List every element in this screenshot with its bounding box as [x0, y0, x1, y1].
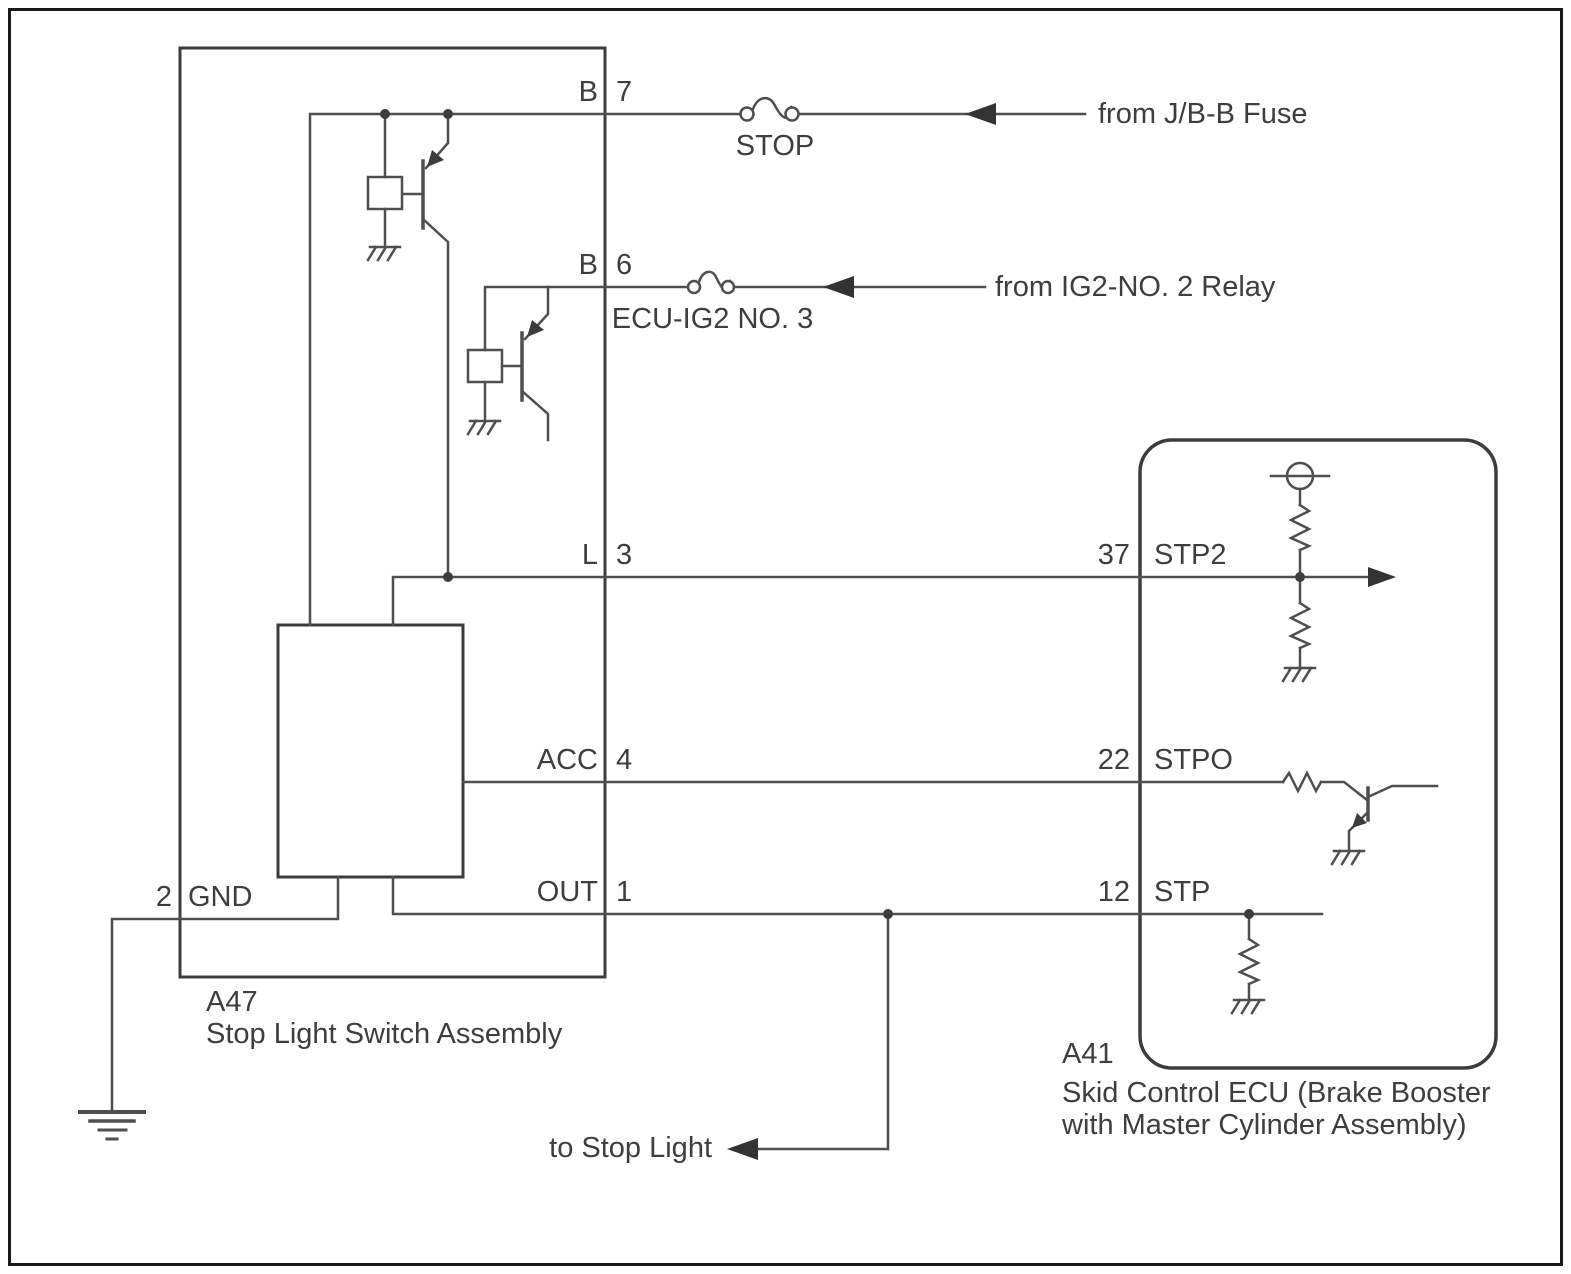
resistor-icon [1288, 503, 1313, 552]
a47-code: A47 [206, 986, 258, 1018]
a41-name-line1: Skid Control ECU (Brake Booster [1062, 1077, 1491, 1109]
pin-acc4-number: 4 [616, 744, 633, 776]
pin-acc4-label: ACC [536, 744, 598, 776]
annotation-from-jbb-fuse: from J/B-B Fuse [1098, 98, 1308, 130]
diagram-frame [8, 8, 1563, 1266]
arrow-left-icon [965, 103, 996, 125]
pin-out1-label: OUT [536, 876, 598, 908]
wire-b7 [308, 112, 1087, 627]
resistor-icon [1288, 601, 1313, 650]
chassis-ground-icon [78, 1110, 146, 1141]
pin-stp-number: 12 [1097, 876, 1130, 908]
annotation-to-stop-light: to Stop Light [549, 1132, 712, 1164]
switch-body-box [276, 623, 465, 879]
pin-b6-label: B [578, 249, 598, 281]
wire-to-stop-light [735, 912, 890, 1151]
a47-name: Stop Light Switch Assembly [206, 1018, 563, 1050]
ground-icon [1230, 998, 1266, 1015]
fuse-ecu-ig2-icon [686, 270, 736, 295]
arrow-left-icon [823, 276, 854, 298]
transistor-2-icon [466, 285, 550, 442]
resistor-icon [1237, 937, 1262, 986]
ground-icon [1330, 849, 1366, 866]
pin-gnd2-label: GND [188, 881, 253, 913]
pin-stp2-number: 37 [1097, 539, 1130, 571]
pin-b6-number: 6 [616, 249, 633, 281]
a41-code: A41 [1062, 1038, 1114, 1070]
ground-icon [1281, 666, 1317, 683]
ground-icon [466, 419, 502, 436]
transistor-3-icon [1319, 780, 1439, 853]
fuse-stop-icon [739, 96, 800, 122]
resistor-icon [1281, 770, 1323, 794]
pin-l3-label: L [581, 539, 598, 571]
fuse-stop-label: STOP [735, 130, 815, 162]
wire-out-stp [391, 875, 1324, 916]
pin-b7-label: B [578, 76, 598, 108]
wire-l3 [391, 575, 1302, 627]
junction-dots [380, 109, 1305, 919]
pin-l3-number: 3 [616, 539, 633, 571]
wire-b6 [483, 285, 987, 352]
annotation-from-ig2-relay: from IG2-NO. 2 Relay [995, 271, 1276, 303]
pin-gnd2-number: 2 [155, 881, 172, 913]
wire-gnd [110, 875, 340, 1114]
a41-name-line2: with Master Cylinder Assembly) [1062, 1109, 1467, 1141]
pin-stpo-label: STPO [1154, 744, 1233, 776]
fuse-ecu-ig2-label: ECU-IG2 NO. 3 [611, 303, 814, 335]
pin-stpo-number: 22 [1097, 744, 1130, 776]
pin-b7-number: 7 [616, 76, 633, 108]
arrow-right-icon [1368, 567, 1396, 587]
arrow-left-icon [727, 1138, 758, 1160]
a41-box [1138, 438, 1498, 1070]
a47-box [178, 46, 607, 979]
transistor-1-icon [366, 112, 450, 579]
pin-stp-label: STP [1154, 876, 1211, 908]
ground-icon [366, 245, 402, 262]
power-source-icon [1269, 461, 1331, 491]
pin-out1-number: 1 [616, 876, 633, 908]
pin-stp2-label: STP2 [1154, 539, 1227, 571]
